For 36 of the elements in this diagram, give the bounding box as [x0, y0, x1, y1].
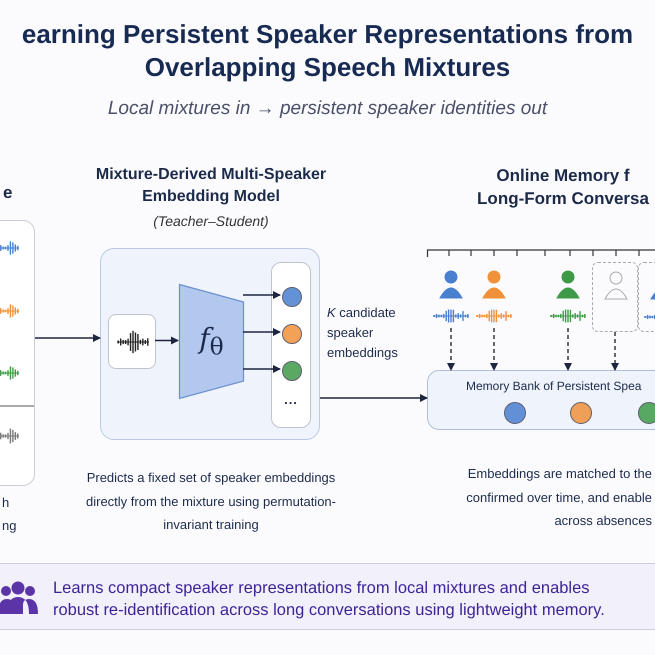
arrow — [243, 291, 281, 299]
ellipsis: ... — [283, 392, 299, 407]
description-text: Embeddings are matched to the confirmed over time, and enable across absences — [465, 465, 652, 530]
arrow — [320, 394, 428, 402]
function-symbol: f$_{θ}$ — [196, 322, 225, 361]
memory-bank-title: Memory Bank of Persistent Spea — [466, 379, 642, 393]
arrow — [611, 332, 619, 371]
panel-heading: e — [3, 183, 12, 203]
encoder-trapezoid — [179, 284, 244, 399]
summary-text: Learns compact speaker representations from local mixtures and enables robust re-identification across long conversations using lightweight memory. — [53, 578, 606, 621]
title: earning Persistent Speaker Representations from Overlapping Speech Mixtures — [20, 18, 634, 84]
arrow — [490, 328, 498, 371]
speaker-card — [592, 262, 638, 332]
panel-heading: Mixture-Derived Multi-Speaker Embedding Model — [94, 165, 328, 207]
embedding-circle — [638, 402, 655, 424]
summary-banner — [0, 563, 655, 630]
embedding-circle — [282, 287, 302, 307]
arrow — [243, 328, 281, 336]
embedding-circle — [570, 402, 592, 424]
arrow — [243, 365, 281, 373]
arrow — [155, 336, 179, 344]
annotation-text: K candidate speaker embeddings — [327, 304, 399, 362]
arrow — [35, 334, 101, 342]
embedding-circle — [282, 324, 302, 344]
section-heading: Online Memory f Long-Form Conversa — [476, 165, 650, 210]
embedding-circle — [504, 402, 526, 424]
arrow — [564, 328, 572, 371]
memory-bank — [427, 370, 655, 430]
waveform-icon — [108, 314, 156, 369]
embedding-circle — [282, 361, 302, 381]
description-text: h ng — [2, 494, 18, 535]
embedding-column — [271, 262, 311, 428]
description-text: Predicts a fixed set of speaker embeddings directly from the mixture using permutation-invariant training — [85, 469, 337, 534]
arrow — [447, 328, 455, 371]
subheading: (Teacher–Student) — [152, 213, 270, 229]
subtitle: Local mixtures in → persistent speaker identities out — [106, 98, 549, 120]
